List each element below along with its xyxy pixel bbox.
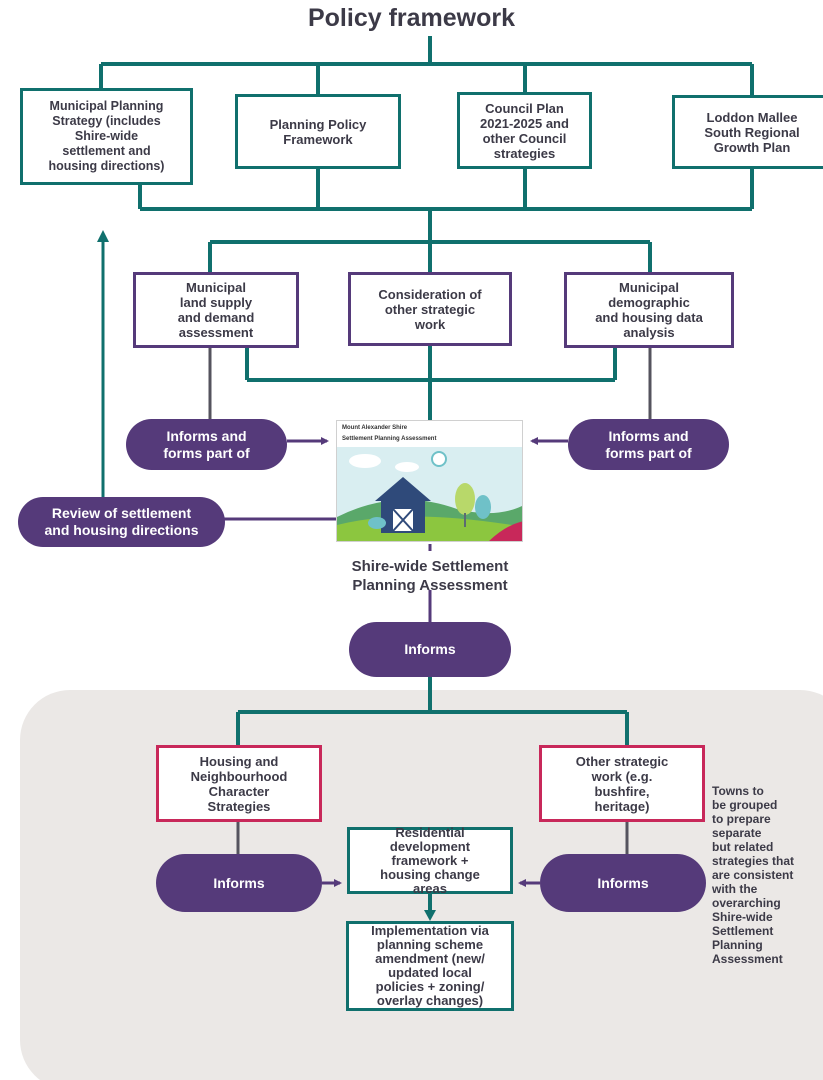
assessment-caption: Shire-wide Settlement Planning Assessmen… bbox=[351, 558, 509, 594]
housing-neighbourhood-strategies-box: Housing and Neighbourhood Character Stra… bbox=[156, 745, 322, 822]
regional-growth-plan-box: Loddon Mallee South Regional Growth Plan bbox=[672, 95, 823, 169]
informs-center-pill: Informs bbox=[349, 622, 511, 677]
report-cover-subtitle: Settlement Planning Assessment bbox=[342, 436, 437, 442]
municipal-planning-strategy-box: Municipal Planning Strategy (includes Sh… bbox=[20, 88, 193, 185]
council-plan-box: Council Plan 2021-2025 and other Council… bbox=[457, 92, 592, 169]
report-cover-illustration bbox=[337, 447, 522, 541]
diagram-title: Policy framework bbox=[307, 4, 516, 32]
demographic-housing-analysis-box: Municipal demographic and housing data a… bbox=[564, 272, 734, 348]
planning-policy-framework-box: Planning Policy Framework bbox=[235, 94, 401, 169]
framework-connectors bbox=[99, 36, 754, 911]
report-cover-thumbnail: Mount Alexander Shire Settlement Plannin… bbox=[336, 420, 523, 542]
residential-framework-box: Residential development framework + hous… bbox=[347, 825, 513, 895]
review-settlement-pill: Review of settlement and housing directi… bbox=[18, 497, 225, 547]
purple-arrows bbox=[220, 437, 568, 887]
informs-left-pill: Informs bbox=[156, 854, 322, 912]
informs-right-pill: Informs bbox=[540, 854, 706, 912]
informs-forms-part-left-pill: Informs and forms part of bbox=[126, 419, 287, 470]
other-strategic-work-consideration-box: Consideration of other strategic work bbox=[348, 272, 512, 346]
other-strategic-work-box: Other strategic work (e.g. bushfire, her… bbox=[539, 745, 705, 822]
land-supply-demand-box: Municipal land supply and demand assessm… bbox=[133, 272, 299, 348]
implementation-box: Implementation via planning scheme amend… bbox=[346, 921, 514, 1011]
informs-forms-part-right-pill: Informs and forms part of bbox=[568, 419, 729, 470]
arrow-down-to-implementation bbox=[424, 910, 436, 921]
analysis-connectors bbox=[208, 348, 652, 854]
towns-grouped-note: Towns to be grouped to prepare separate … bbox=[712, 784, 795, 966]
report-cover-title: Mount Alexander Shire bbox=[342, 425, 408, 431]
